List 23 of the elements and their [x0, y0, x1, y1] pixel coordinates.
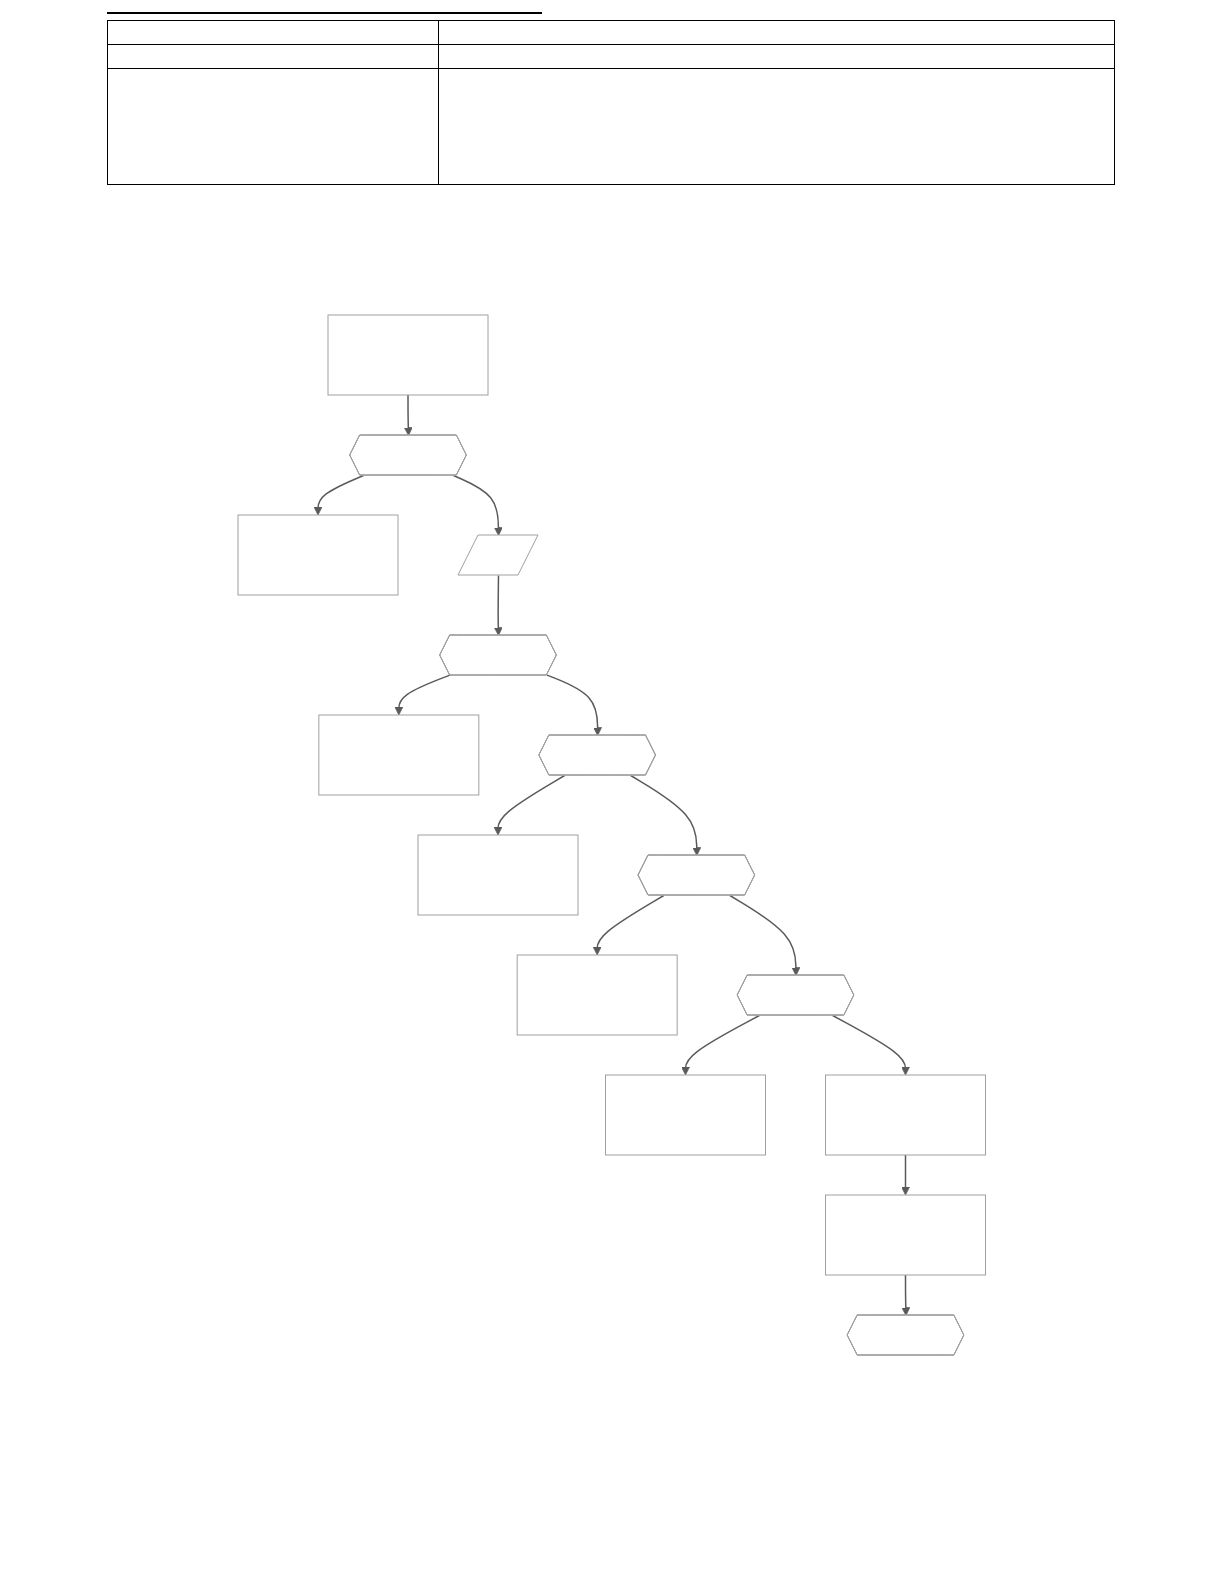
arrow	[546, 674, 603, 736]
arrow	[729, 894, 801, 976]
node-parallelogram	[457, 534, 539, 576]
node-box	[825, 1194, 987, 1276]
node-box	[327, 314, 489, 396]
node-box	[605, 1074, 767, 1156]
arrow	[593, 894, 665, 956]
node-box	[516, 954, 678, 1036]
arrow	[681, 1014, 761, 1076]
node-box	[237, 514, 399, 596]
node-box	[318, 714, 480, 796]
arrow	[453, 474, 504, 536]
arrow	[901, 1154, 911, 1196]
node-box	[825, 1074, 987, 1156]
arrow	[494, 574, 503, 636]
arrow	[313, 474, 365, 516]
arrow	[630, 774, 702, 856]
arrow	[901, 1274, 911, 1316]
arrow	[394, 674, 451, 716]
arrow	[832, 1014, 911, 1076]
node-box	[417, 834, 579, 916]
arrow	[404, 394, 413, 436]
arrow	[493, 774, 566, 836]
